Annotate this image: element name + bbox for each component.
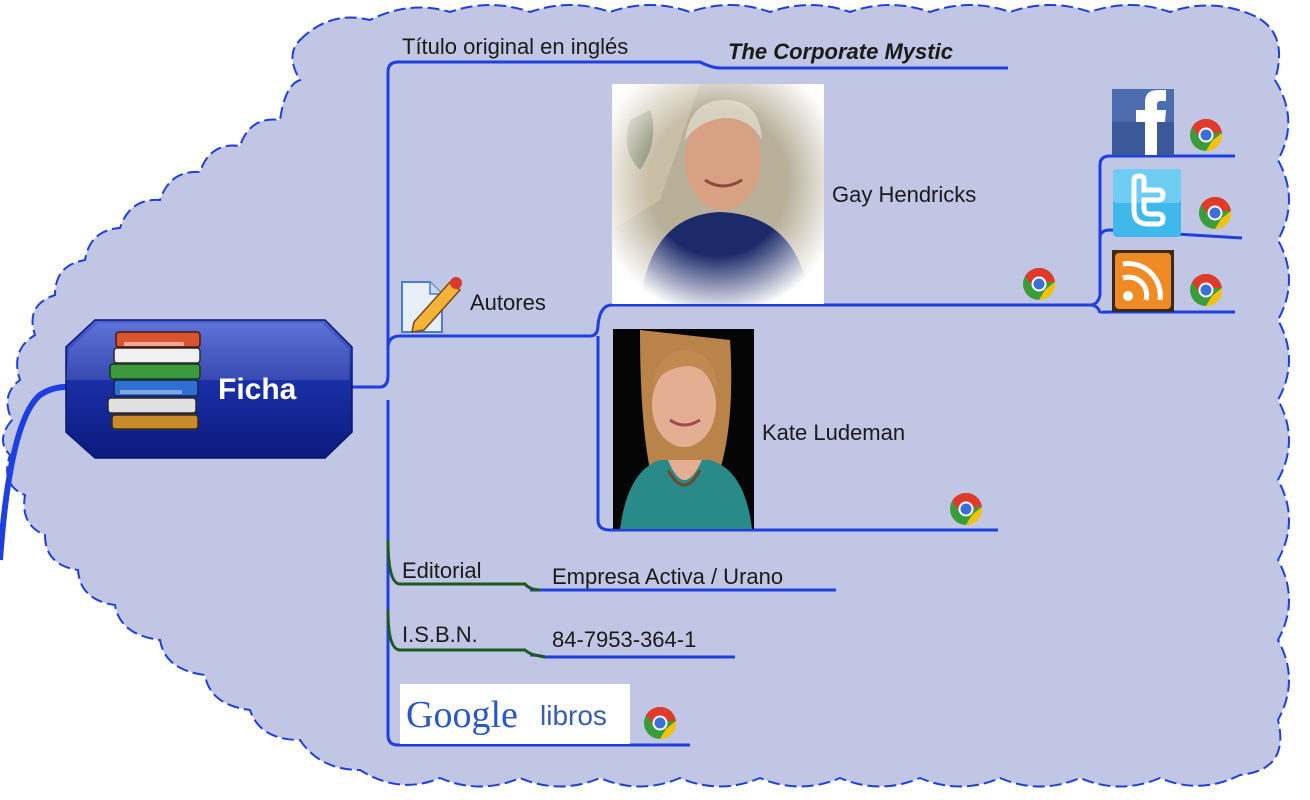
author-photo-gay-hendricks bbox=[612, 84, 824, 304]
titulo-label: Título original en inglés bbox=[402, 34, 628, 59]
root-connector bbox=[0, 384, 67, 561]
author-photo-kate-ludeman bbox=[613, 329, 754, 529]
autores-label: Autores bbox=[470, 290, 546, 315]
edit-document-icon bbox=[401, 277, 462, 333]
editorial-label: Editorial bbox=[402, 558, 481, 583]
branch-lines bbox=[352, 60, 1243, 747]
chrome-icon[interactable] bbox=[1199, 196, 1232, 230]
editorial-value: Empresa Activa / Urano bbox=[552, 564, 783, 589]
rss-icon[interactable] bbox=[1112, 250, 1174, 312]
author-name-gay-hendricks: Gay Hendricks bbox=[832, 182, 976, 207]
facebook-icon[interactable] bbox=[1112, 89, 1174, 155]
isbn-label: I.S.B.N. bbox=[402, 622, 478, 647]
central-node-label: Ficha bbox=[218, 373, 297, 406]
books-stack-icon bbox=[107, 331, 201, 430]
google-books-word: Google bbox=[406, 694, 518, 736]
google-books-logo[interactable]: Google libros bbox=[400, 684, 630, 744]
google-books-suffix: libros bbox=[540, 700, 607, 731]
green-branch-lines bbox=[386, 539, 546, 659]
titulo-value: The Corporate Mystic bbox=[728, 39, 953, 64]
chrome-icon[interactable] bbox=[644, 707, 677, 739]
author-name-kate-ludeman: Kate Ludeman bbox=[762, 420, 905, 445]
twitter-icon[interactable] bbox=[1113, 169, 1181, 237]
chrome-icon[interactable] bbox=[1023, 267, 1056, 301]
chrome-icon[interactable] bbox=[1190, 118, 1223, 152]
chrome-icon[interactable] bbox=[1190, 273, 1223, 307]
central-node-ficha[interactable]: Ficha bbox=[65, 319, 353, 459]
chrome-icon[interactable] bbox=[950, 492, 983, 525]
isbn-value: 84-7953-364-1 bbox=[552, 627, 696, 652]
